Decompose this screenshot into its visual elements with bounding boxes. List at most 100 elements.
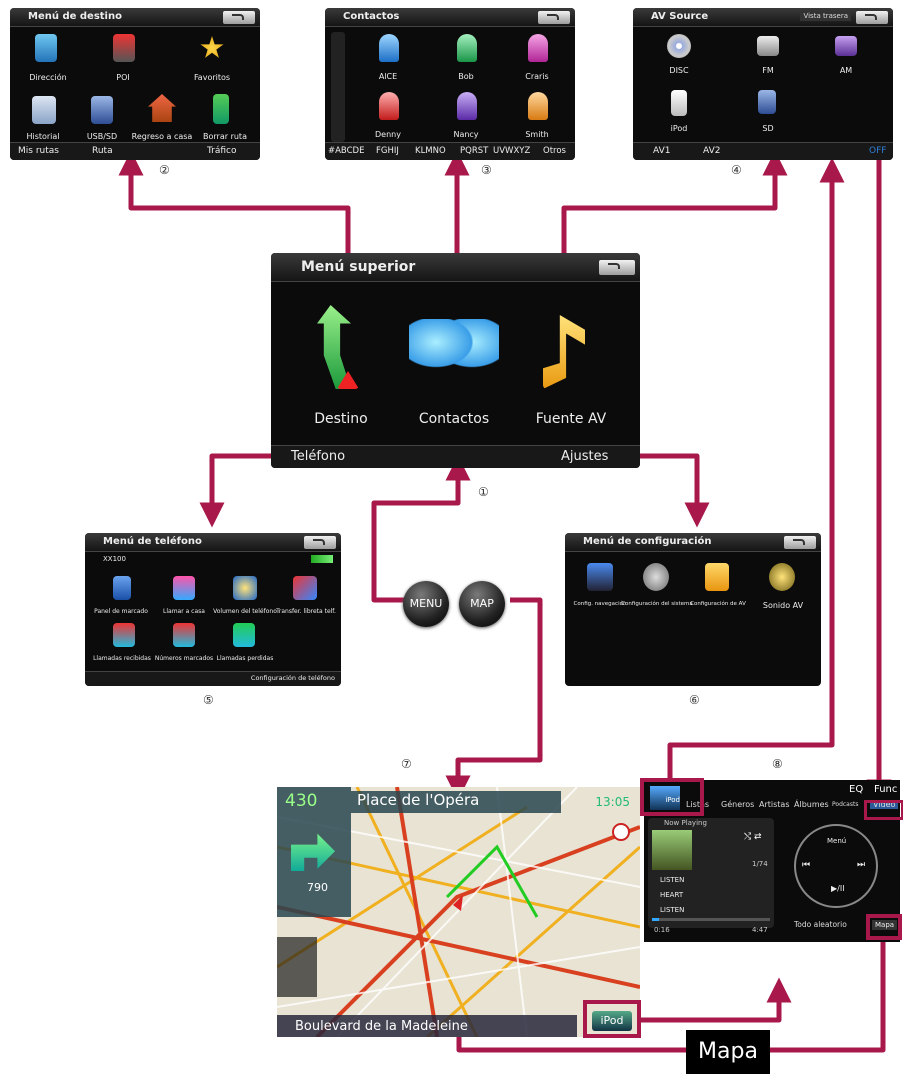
source-ipod[interactable]: iPod <box>670 124 688 133</box>
contact-name[interactable]: Smith <box>525 130 549 139</box>
av2-button[interactable]: AV2 <box>703 146 721 156</box>
menu-item-destino[interactable]: Destino <box>314 411 368 427</box>
menu-item-fuente-av[interactable]: Fuente AV <box>535 411 607 427</box>
system-settings-gear-icon[interactable] <box>643 563 669 591</box>
index-tab[interactable]: Otros <box>543 146 566 156</box>
shuffle-all-button[interactable]: Todo aleatorio <box>794 920 847 929</box>
index-tab[interactable]: UVWXYZ <box>493 146 531 156</box>
dest-item-favorites[interactable]: Favoritos <box>193 73 231 82</box>
fm-radio-icon[interactable] <box>757 36 779 56</box>
index-tab[interactable]: KLMNO <box>415 146 446 156</box>
dest-item-history[interactable]: Historial <box>26 132 60 141</box>
nav-settings-icon[interactable] <box>587 563 613 591</box>
off-button[interactable]: OFF <box>869 146 887 156</box>
compass-icon[interactable] <box>612 823 630 841</box>
contact-avatar-icon[interactable] <box>457 34 477 62</box>
back-button[interactable] <box>784 536 816 549</box>
contact-name[interactable]: AlCE <box>378 72 398 81</box>
index-tab[interactable]: FGHIJ <box>376 146 399 156</box>
click-wheel[interactable] <box>794 824 878 908</box>
map-button[interactable]: Mapa <box>872 920 898 930</box>
transfer-phonebook-icon[interactable] <box>293 576 317 600</box>
next-track-icon[interactable]: ⏭ <box>857 860 866 870</box>
config-item[interactable]: Config. navegación <box>573 601 627 607</box>
disc-icon[interactable] <box>667 34 691 58</box>
dialed-numbers-icon[interactable] <box>173 623 195 647</box>
back-button[interactable] <box>304 536 336 549</box>
ipod-map-button[interactable]: iPod <box>592 1011 632 1031</box>
play-pause-icon[interactable]: ▶/II <box>831 884 845 893</box>
poi-icon[interactable] <box>113 34 135 62</box>
rear-view-button[interactable]: Vista trasera <box>800 11 851 21</box>
contact-name[interactable]: Bob <box>458 72 474 81</box>
sd-card-icon[interactable] <box>758 90 776 114</box>
phone-volume-icon[interactable] <box>233 576 257 600</box>
config-item[interactable]: Configuración de AV <box>690 601 746 607</box>
music-note-icon[interactable] <box>543 315 585 389</box>
source-am[interactable]: AM <box>839 66 853 75</box>
back-button[interactable] <box>856 11 888 24</box>
tab-video[interactable]: Video <box>870 800 899 809</box>
dest-item-address[interactable]: Dirección <box>29 73 67 82</box>
wheel-menu-label[interactable]: Menú <box>827 837 847 845</box>
missed-calls-icon[interactable] <box>233 623 255 647</box>
usb-sd-icon[interactable] <box>91 96 113 124</box>
phone-item[interactable]: Números marcados <box>154 655 214 662</box>
received-calls-icon[interactable] <box>113 623 135 647</box>
tab-playlists[interactable]: Listas <box>686 800 710 809</box>
prev-track-icon[interactable]: ⏮ <box>802 860 811 870</box>
phone-settings-button[interactable]: Configuración de teléfono <box>250 674 335 682</box>
source-fm[interactable]: FM <box>762 66 774 75</box>
index-tab[interactable]: PQRST <box>460 146 489 156</box>
progress-bar[interactable] <box>652 918 770 921</box>
phone-item[interactable]: Transfer. libreta telf. <box>276 608 336 615</box>
shuffle-repeat-icon[interactable]: ⤭ ⇄ <box>744 832 762 842</box>
source-icon-button[interactable]: iPod <box>650 786 680 810</box>
phone-item[interactable]: Llamar a casa <box>163 608 205 615</box>
scrollbar[interactable] <box>331 32 345 142</box>
contact-avatar-icon[interactable] <box>528 92 548 120</box>
av1-button[interactable]: AV1 <box>653 146 671 156</box>
back-button[interactable] <box>599 260 635 275</box>
dest-item-delete-route[interactable]: Borrar ruta <box>203 132 247 141</box>
phone-item[interactable]: Llamadas perdidas <box>216 655 274 662</box>
ipod-icon[interactable] <box>671 90 687 116</box>
contacts-people-icon[interactable] <box>409 319 499 385</box>
phone-tab[interactable]: Teléfono <box>291 449 346 464</box>
am-radio-icon[interactable] <box>835 36 857 56</box>
history-icon[interactable] <box>32 96 56 124</box>
contact-name[interactable]: Denny <box>375 130 401 139</box>
index-tab[interactable]: #ABCDE <box>328 146 365 156</box>
back-button[interactable] <box>223 11 255 24</box>
my-routes-tab[interactable]: Mis rutas <box>18 146 59 156</box>
tab-podcasts[interactable]: Podcasts <box>832 801 859 808</box>
av-sound-speaker-icon[interactable] <box>769 563 795 591</box>
traffic-tab[interactable]: Tráfico <box>207 146 237 156</box>
dial-pad-icon[interactable] <box>113 576 131 600</box>
func-button[interactable]: Func <box>874 784 898 795</box>
favorites-star-icon[interactable] <box>200 36 224 58</box>
tab-genres[interactable]: Géneros <box>721 800 755 809</box>
contact-avatar-icon[interactable] <box>379 92 399 120</box>
call-home-icon[interactable] <box>173 576 195 600</box>
phone-item[interactable]: Panel de marcado <box>94 608 148 615</box>
route-tab[interactable]: Ruta <box>92 146 113 156</box>
dest-item-poi[interactable]: POI <box>116 73 130 82</box>
eq-button[interactable]: EQ <box>849 784 864 795</box>
home-icon[interactable] <box>148 94 176 122</box>
mapa-hardware-key[interactable]: Mapa <box>686 1030 770 1074</box>
contact-avatar-icon[interactable] <box>379 34 399 62</box>
av-settings-note-icon[interactable] <box>705 563 729 591</box>
tab-albums[interactable]: Álbumes <box>794 800 829 809</box>
back-button[interactable] <box>538 11 570 24</box>
phone-item[interactable]: Llamadas recibidas <box>93 655 151 662</box>
contact-name[interactable]: Craris <box>525 72 549 81</box>
source-sd[interactable]: SD <box>762 124 774 133</box>
config-item[interactable]: Configuración del sistema <box>621 601 693 607</box>
contact-avatar-icon[interactable] <box>457 92 477 120</box>
source-disc[interactable]: DISC <box>669 66 689 75</box>
address-icon[interactable] <box>35 34 57 62</box>
menu-hardware-button[interactable]: MENU <box>403 581 449 627</box>
contact-name[interactable]: Nancy <box>453 130 479 139</box>
phone-item[interactable]: Volumen del teléfono <box>213 608 277 615</box>
